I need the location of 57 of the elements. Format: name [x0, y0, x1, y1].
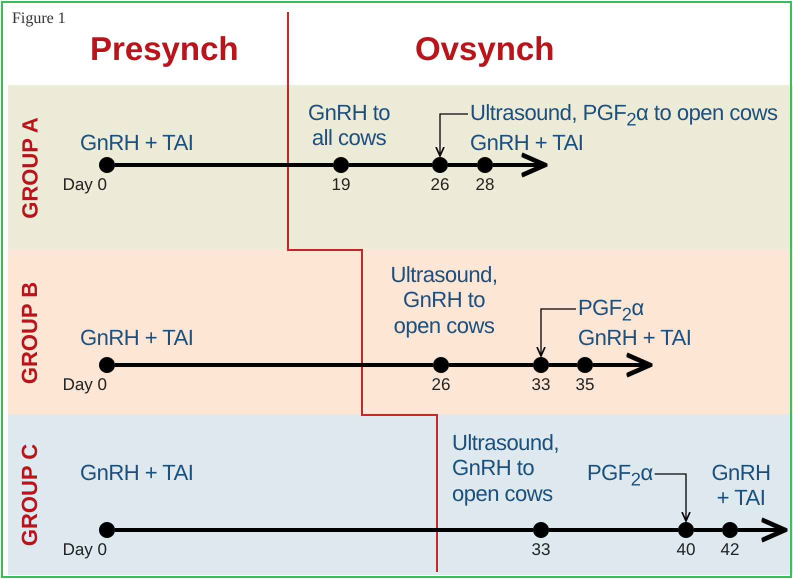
event-label: GnRH + TAI — [80, 130, 194, 156]
figure-label: Figure 1 — [12, 10, 66, 28]
group-label: GROUP B — [17, 281, 44, 384]
event-label: GnRH + TAI — [80, 325, 194, 350]
day-label: 26 — [430, 175, 450, 195]
timeline-segment — [449, 363, 533, 367]
leader-arrow — [654, 473, 691, 522]
timeline-dot — [722, 522, 738, 538]
day-label: 33 — [530, 540, 552, 560]
day-label: Day 0 — [62, 175, 107, 195]
group-band — [8, 250, 793, 415]
timeline-segment — [694, 528, 722, 532]
timeline-dot — [99, 157, 115, 173]
timeline-dot — [678, 522, 694, 538]
day-label: Day 0 — [62, 540, 107, 560]
event-label: GnRH + TAI — [80, 460, 194, 486]
event-label: Ultrasound, GnRH to open cows — [452, 430, 560, 506]
callout-label: PGF$_{2}$α — [578, 295, 644, 324]
timeline-dot — [99, 357, 115, 373]
callout-label: Ultrasound, PGF$_{2}$α to open cows — [470, 100, 778, 130]
timeline-dot — [433, 357, 449, 373]
day-label: 26 — [430, 375, 452, 395]
group-label: GROUP A — [17, 116, 44, 218]
day-label: 19 — [330, 175, 352, 195]
phase-heading: Ovsynch — [415, 30, 554, 68]
group-band — [8, 85, 793, 250]
day-label: 40 — [676, 540, 696, 560]
timeline-segment — [549, 363, 577, 367]
leader-arrow — [536, 308, 576, 357]
timeline-segment — [349, 163, 432, 167]
timeline-dot — [577, 357, 593, 373]
timeline-segment — [115, 163, 333, 167]
timeline-segment — [549, 528, 678, 532]
callout-label: PGF$_{2}$α — [587, 460, 653, 490]
timeline-segment — [115, 363, 433, 367]
timeline-segment — [115, 528, 533, 532]
timeline-dot — [533, 357, 549, 373]
timeline-dot — [432, 157, 448, 173]
event-label: Ultrasound, GnRH to open cows — [389, 262, 498, 338]
day-label: 42 — [720, 540, 740, 560]
timeline-dot — [99, 522, 115, 538]
day-label: 33 — [530, 375, 552, 395]
event-label: GnRH + TAI — [710, 460, 772, 511]
event-label: GnRH to all cows — [306, 100, 392, 151]
group-label: GROUP C — [17, 444, 44, 546]
timeline-dot — [333, 157, 349, 173]
timeline-segment — [448, 163, 477, 167]
timeline-dot — [477, 157, 493, 173]
event-label: GnRH + TAI — [578, 325, 692, 350]
group-band — [8, 415, 793, 575]
day-label: Day 0 — [62, 375, 107, 395]
event-label: GnRH + TAI — [470, 130, 584, 156]
day-label: 28 — [474, 175, 496, 195]
phase-heading: Presynch — [90, 30, 239, 68]
timeline-dot — [533, 522, 549, 538]
day-label: 35 — [574, 375, 596, 395]
leader-arrow — [435, 113, 468, 157]
